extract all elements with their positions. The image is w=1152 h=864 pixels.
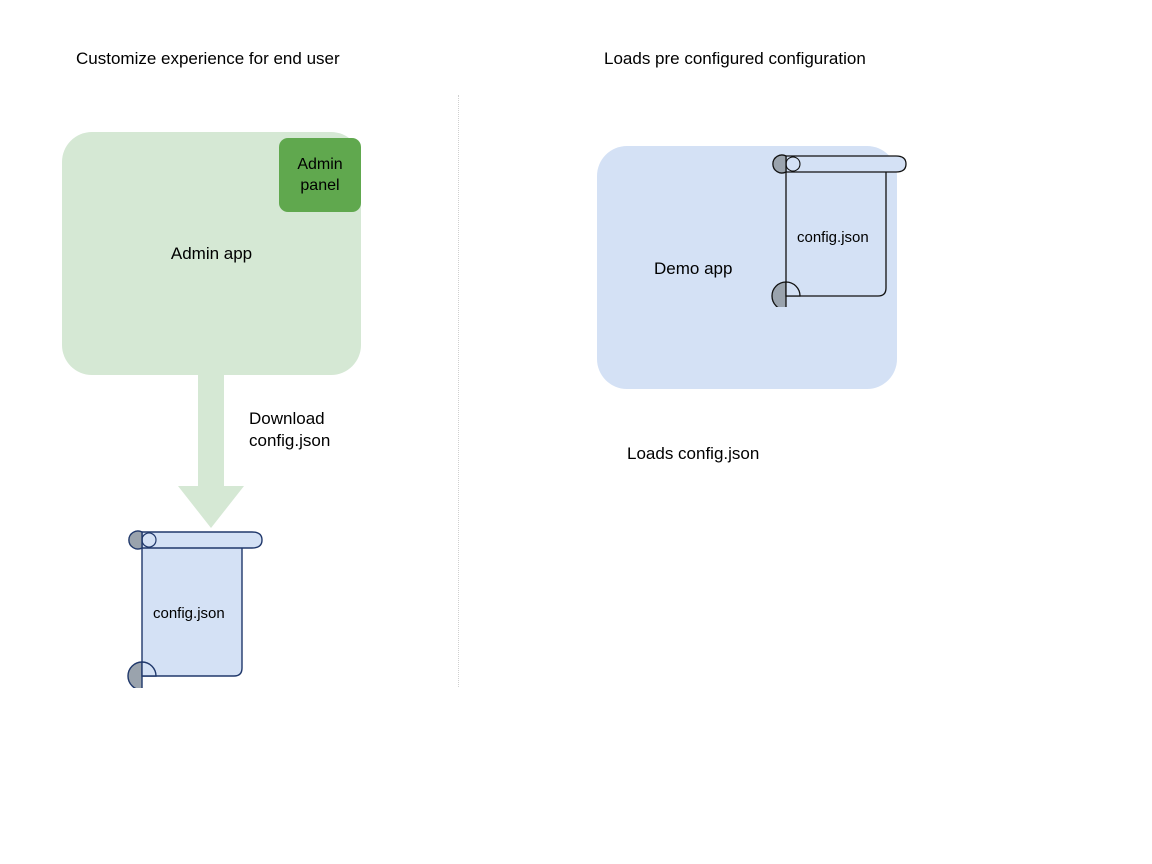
loads-config-caption: Loads config.json — [627, 444, 760, 463]
admin-app-label: Admin app — [170, 244, 253, 263]
download-arrow-label: Download config.json — [249, 408, 330, 452]
admin-panel-box[interactable]: Admin panel — [279, 138, 361, 212]
config-json-document-left[interactable]: config.json — [120, 528, 268, 691]
admin-panel-label: Admin panel — [297, 154, 342, 196]
scroll-shape-icon — [127, 530, 263, 691]
config-json-document-right[interactable]: config.json — [770, 152, 912, 311]
config-json-label-right: config.json — [797, 229, 869, 246]
section-divider — [458, 95, 459, 687]
left-section-title: Customize experience for end user — [76, 49, 340, 68]
config-json-label-left: config.json — [153, 605, 225, 622]
admin-panel-label-line1: Admin — [297, 156, 343, 173]
download-arrow-label-line2: config.json — [249, 431, 331, 450]
demo-app-label: Demo app — [654, 259, 733, 278]
download-arrow-icon — [178, 370, 244, 528]
right-section-title: Loads pre configured configuration — [604, 49, 866, 68]
scroll-shape-icon — [771, 154, 907, 311]
download-arrow-label-line1: Download — [249, 409, 325, 428]
admin-panel-label-line2: panel — [300, 177, 340, 194]
